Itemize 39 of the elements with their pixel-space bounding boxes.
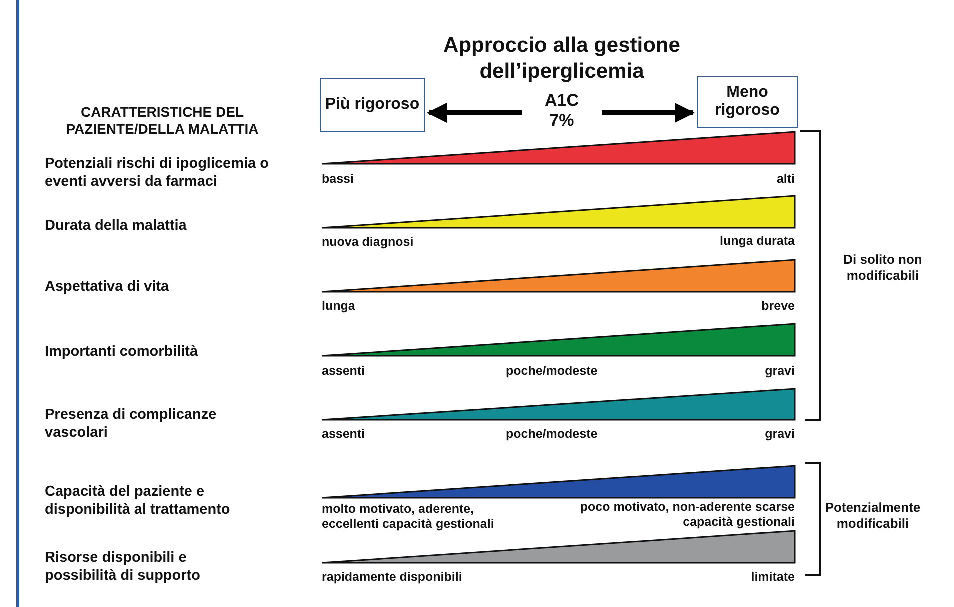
bracket-label: Di solito non modificabili [842, 252, 924, 284]
scale-label: assenti [322, 427, 366, 442]
label-box: Più rigoroso [320, 78, 425, 132]
wedge-shape [321, 530, 796, 564]
scale-label: poche/modeste [506, 427, 598, 442]
arrow [602, 103, 695, 123]
heading-text: CARATTERISTICHE DEL PAZIENTE/DELLA MALATTIA [65, 104, 260, 138]
scale-label: bassi [322, 172, 354, 188]
row-label: Importanti comorbilità [45, 344, 200, 362]
row-label: Capacità del paziente e disponibilità al trattamento [45, 484, 232, 520]
scale-label: alti [776, 172, 795, 188]
label-box: Meno rigoroso [697, 76, 798, 128]
title-text: Approccio alla gestione dell’iperglicemia [442, 33, 682, 84]
wedge-shape [321, 131, 796, 165]
row-label: Potenziali rischi di ipoglicemia o eventi avversi da farmaci [45, 156, 270, 192]
wedge-shape [321, 323, 796, 357]
wedge-shape [321, 195, 796, 229]
scale-label: rapidamente disponibili [322, 570, 462, 586]
scale-label: assenti [322, 364, 366, 380]
arrow [427, 103, 522, 123]
row-label: Presenza di complicanze vascolari [45, 407, 218, 442]
scale-label: poche/modeste [506, 364, 598, 380]
target-label: A1C 7% [522, 93, 602, 129]
scale-label: poco motivato, non-aderente scarse capacità gestionali [579, 500, 795, 530]
wedge-shape [321, 259, 796, 293]
row-label: Risorse disponibili e possibilità di supporto [45, 550, 202, 586]
wedge-shape [321, 465, 796, 499]
scale-label: gravi [765, 364, 795, 380]
scale-label: gravi [765, 427, 795, 442]
row-label: Aspettativa di vita [45, 279, 170, 297]
scale-label: limitate [751, 570, 795, 586]
bracket-label: Potenzialmente modificabili [824, 500, 922, 532]
scale-label: lunga durata [720, 234, 795, 250]
scale-label: nuova diagnosi [322, 235, 414, 250]
scale-label: breve [762, 299, 795, 314]
scale-label: molto motivato, aderente, eccellenti capacità gestionali [322, 502, 496, 532]
row-label: Durata della malattia [45, 218, 188, 236]
wedge-shape [321, 388, 796, 421]
scale-label: lunga [322, 299, 356, 314]
